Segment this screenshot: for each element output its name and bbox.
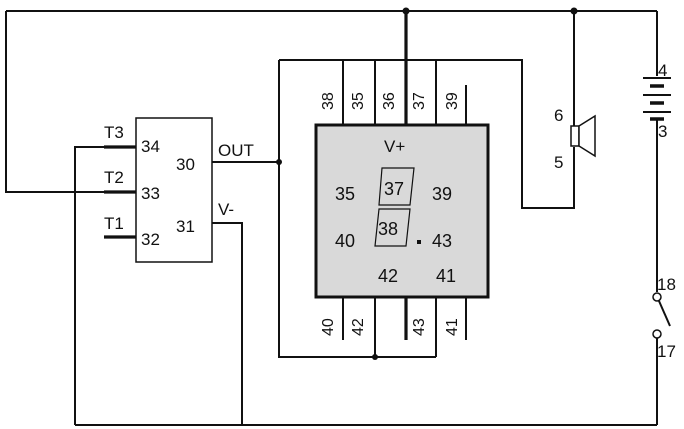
- battery-icon: [643, 77, 671, 121]
- switch-pin-18: 18: [657, 275, 676, 294]
- ic-pin-30: 30: [176, 155, 195, 174]
- ic-pin-33: 33: [141, 184, 160, 203]
- segment-digit-icon: [374, 167, 421, 247]
- speaker: 6 5: [554, 106, 596, 172]
- wire-left-loop: [5, 11, 136, 193]
- display-body: [314, 123, 490, 299]
- display-face-39: 39: [432, 184, 452, 204]
- wires: [5, 10, 658, 426]
- ic-pin-31: 31: [176, 217, 195, 236]
- segment-label-upper: 37: [384, 179, 404, 199]
- display-top-pin-38: 38: [320, 92, 337, 110]
- switch: 18 17: [652, 275, 676, 361]
- display-bottom-pin-40: 40: [320, 318, 337, 336]
- display-top-pin-35: 35: [350, 92, 367, 110]
- display-face-35: 35: [335, 184, 355, 204]
- segment-label-lower: 38: [378, 219, 398, 239]
- display-top-pin-36: 36: [381, 92, 398, 110]
- display-face-42: 42: [378, 266, 398, 286]
- junction-dot: [570, 7, 578, 15]
- display-face-40: 40: [335, 231, 355, 251]
- display-bottom-pin-42: 42: [350, 318, 367, 336]
- speaker-pin-5: 5: [554, 153, 563, 172]
- junction-dot: [402, 7, 410, 15]
- wire-t3-bottom: [74, 146, 136, 425]
- battery-pin-3: 3: [658, 122, 667, 141]
- junction-dot: [276, 159, 282, 165]
- ic-label-t3: T3: [104, 123, 124, 142]
- ic-label-t2: T2: [104, 168, 124, 187]
- display-vplus-label: V+: [384, 137, 405, 156]
- switch-icon: [652, 292, 671, 339]
- ic-label-t1: T1: [104, 214, 124, 233]
- display-face-43: 43: [432, 231, 452, 251]
- seven-segment-display: 38 35 36 37 39 40 42 43 41 V+ 35 39 40 4…: [314, 92, 490, 336]
- battery: 4 3: [643, 61, 671, 141]
- ic-chip: T3 34 T2 33 T1 32 30 31 OUT V-: [104, 117, 254, 263]
- ic-pin-32: 32: [141, 230, 160, 249]
- switch-pin-17: 17: [657, 342, 676, 361]
- speaker-icon: [570, 114, 596, 158]
- junction-dot: [372, 354, 378, 360]
- junctions: [276, 7, 578, 360]
- display-bottom-pin-43: 43: [411, 318, 428, 336]
- segment-decimal-point: [417, 240, 421, 244]
- ic-out-label: OUT: [218, 141, 254, 160]
- segment-lower: [374, 208, 411, 247]
- segment-upper: [378, 167, 415, 206]
- ic-vminus-label: V-: [218, 200, 234, 219]
- display-face-41: 41: [436, 266, 456, 286]
- ic-body: [135, 117, 213, 263]
- speaker-pin-6: 6: [554, 106, 563, 125]
- display-top-pin-39: 39: [444, 92, 461, 110]
- wire-vminus: [212, 222, 243, 425]
- display-bottom-pin-41: 41: [444, 318, 461, 336]
- wire-top-bus: [279, 59, 575, 209]
- display-top-pin-37: 37: [411, 92, 428, 110]
- ic-pin-34: 34: [141, 137, 160, 156]
- battery-pin-4: 4: [658, 61, 667, 80]
